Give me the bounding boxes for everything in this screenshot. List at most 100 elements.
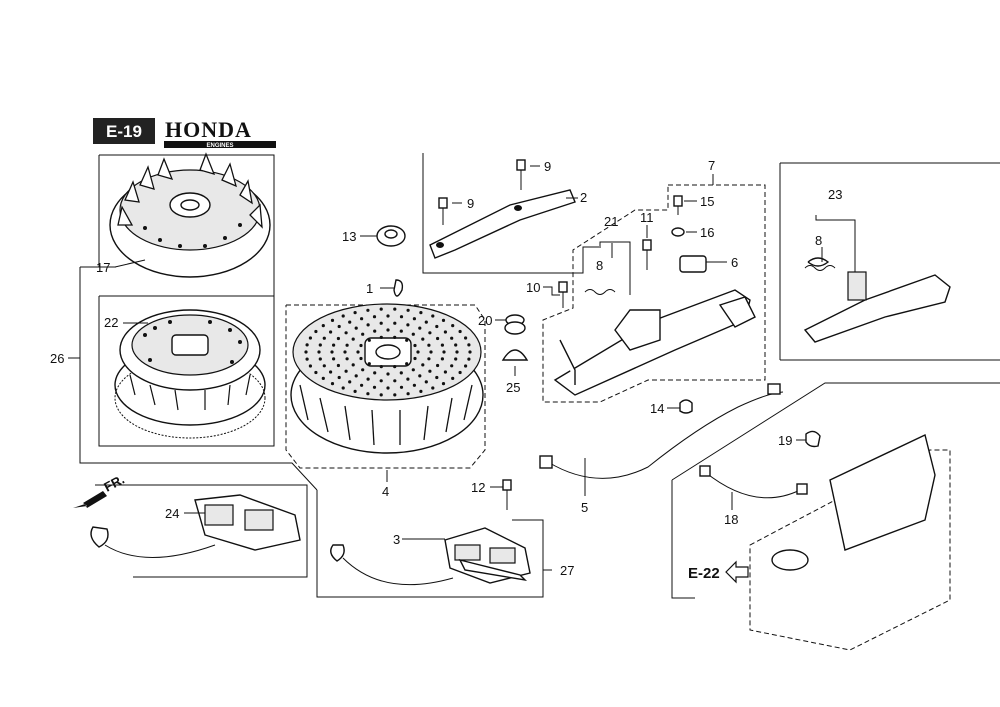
flywheel-hole	[431, 314, 435, 318]
part-ignition-coil-alt	[90, 484, 308, 578]
flywheel-hole	[314, 329, 318, 334]
flywheel-hole	[321, 376, 325, 380]
flywheel-hole	[451, 376, 455, 380]
ref-e22: E-22	[688, 560, 749, 584]
flywheel-hole	[424, 380, 428, 384]
callout-label: 4	[382, 484, 389, 499]
part-flywheel-upper	[109, 152, 271, 278]
part-cable-5	[539, 383, 784, 479]
flywheel-hole	[442, 350, 446, 354]
flywheel-hole	[419, 311, 423, 315]
flywheel-hole	[451, 324, 455, 328]
flywheel-hole	[322, 336, 326, 340]
flywheel-hole	[443, 330, 447, 334]
leader-lines	[114, 165, 856, 540]
flywheel-hole	[344, 369, 348, 373]
flywheel-hole	[454, 357, 458, 361]
flywheel-hole	[399, 315, 404, 319]
flywheel-hole	[386, 386, 390, 390]
flywheel-hole	[419, 389, 423, 393]
flywheel-hole	[412, 383, 416, 387]
flywheel-hole	[343, 350, 347, 354]
flywheel-hole	[467, 357, 471, 361]
callout-label: 27	[560, 563, 574, 578]
flywheel-hole	[455, 350, 459, 354]
flywheel-hole	[351, 337, 355, 341]
callout-label: 16	[700, 225, 714, 240]
flywheel-hole	[367, 338, 371, 342]
callout-label: 8	[596, 258, 603, 273]
callout-label: 3	[393, 532, 400, 547]
flywheel-hole	[341, 314, 345, 318]
ref-page: E-22	[688, 565, 720, 582]
flywheel-hole	[336, 336, 340, 341]
flywheel-hole	[405, 338, 409, 342]
part-flywheel-main	[285, 303, 486, 469]
flywheel-hole	[332, 357, 336, 361]
flywheel-hole	[450, 364, 454, 368]
callout-label: 2	[580, 190, 587, 205]
flywheel-hole	[399, 371, 403, 375]
flywheel-hole	[330, 318, 335, 322]
callout-label: 8	[815, 233, 822, 248]
flywheel-hole	[431, 386, 435, 390]
callout-label: 1	[366, 281, 373, 296]
flywheel-hole	[464, 364, 468, 368]
flywheel-hole	[441, 382, 446, 386]
flywheel-hole	[329, 330, 333, 334]
callout-label: 18	[724, 512, 738, 527]
flywheel-hole	[467, 343, 471, 347]
flywheel-hole	[348, 380, 352, 384]
flywheel-hole	[412, 317, 416, 321]
flywheel-hole	[399, 329, 403, 333]
flywheel-hole	[353, 389, 357, 393]
arrow-left-icon	[725, 560, 749, 584]
flywheel-hole	[421, 363, 425, 367]
flywheel-hole	[359, 356, 363, 361]
flywheel-hole	[436, 336, 440, 341]
flywheel-hole	[379, 307, 383, 311]
flywheel-hole	[386, 328, 390, 332]
flywheel-hole	[413, 356, 417, 361]
brand-sub: ENGINES	[206, 143, 233, 149]
flywheel-hole	[348, 320, 352, 324]
flywheel-hole	[393, 365, 397, 369]
flywheel-hole	[305, 343, 309, 347]
flywheel-hole	[359, 343, 363, 348]
flywheel-hole	[332, 343, 336, 347]
callout-label: 13	[342, 229, 356, 244]
flywheel-hole	[337, 324, 341, 329]
flywheel-hole	[468, 350, 472, 354]
flywheel-hole	[416, 350, 420, 354]
callout-label: 9	[544, 159, 551, 174]
callout-label: 25	[506, 380, 520, 395]
flywheel-hole	[379, 393, 383, 397]
page-code-badge	[93, 118, 155, 144]
flywheel-hole	[336, 363, 340, 368]
flywheel-hole	[393, 307, 397, 311]
flywheel-hole	[360, 383, 364, 387]
flywheel-hole	[406, 323, 410, 327]
callout-label: 20	[478, 313, 492, 328]
flywheel-hole	[393, 379, 397, 383]
flywheel-hole	[406, 308, 410, 312]
flywheel-hole	[411, 368, 415, 372]
flywheel-hole	[393, 335, 397, 339]
flywheel-hole	[360, 317, 364, 321]
callout-label: 10	[526, 280, 540, 295]
page-code: E-19	[106, 122, 142, 141]
flywheel-hole	[304, 350, 308, 354]
flywheel-hole	[354, 326, 358, 330]
flywheel-hole	[435, 324, 439, 329]
flywheel-hole	[464, 336, 468, 340]
header: E-19 HONDA ENGINES	[93, 117, 276, 149]
flywheel-hole	[428, 369, 432, 373]
flywheel-hole	[458, 370, 462, 375]
flywheel-hole	[366, 392, 370, 396]
flywheel-hole	[443, 370, 447, 374]
callout-label: 26	[50, 351, 64, 366]
callout-label: 6	[731, 255, 738, 270]
flywheel-hole	[322, 364, 326, 368]
direction-label: FR.	[101, 472, 127, 495]
flywheel-hole	[428, 331, 432, 335]
